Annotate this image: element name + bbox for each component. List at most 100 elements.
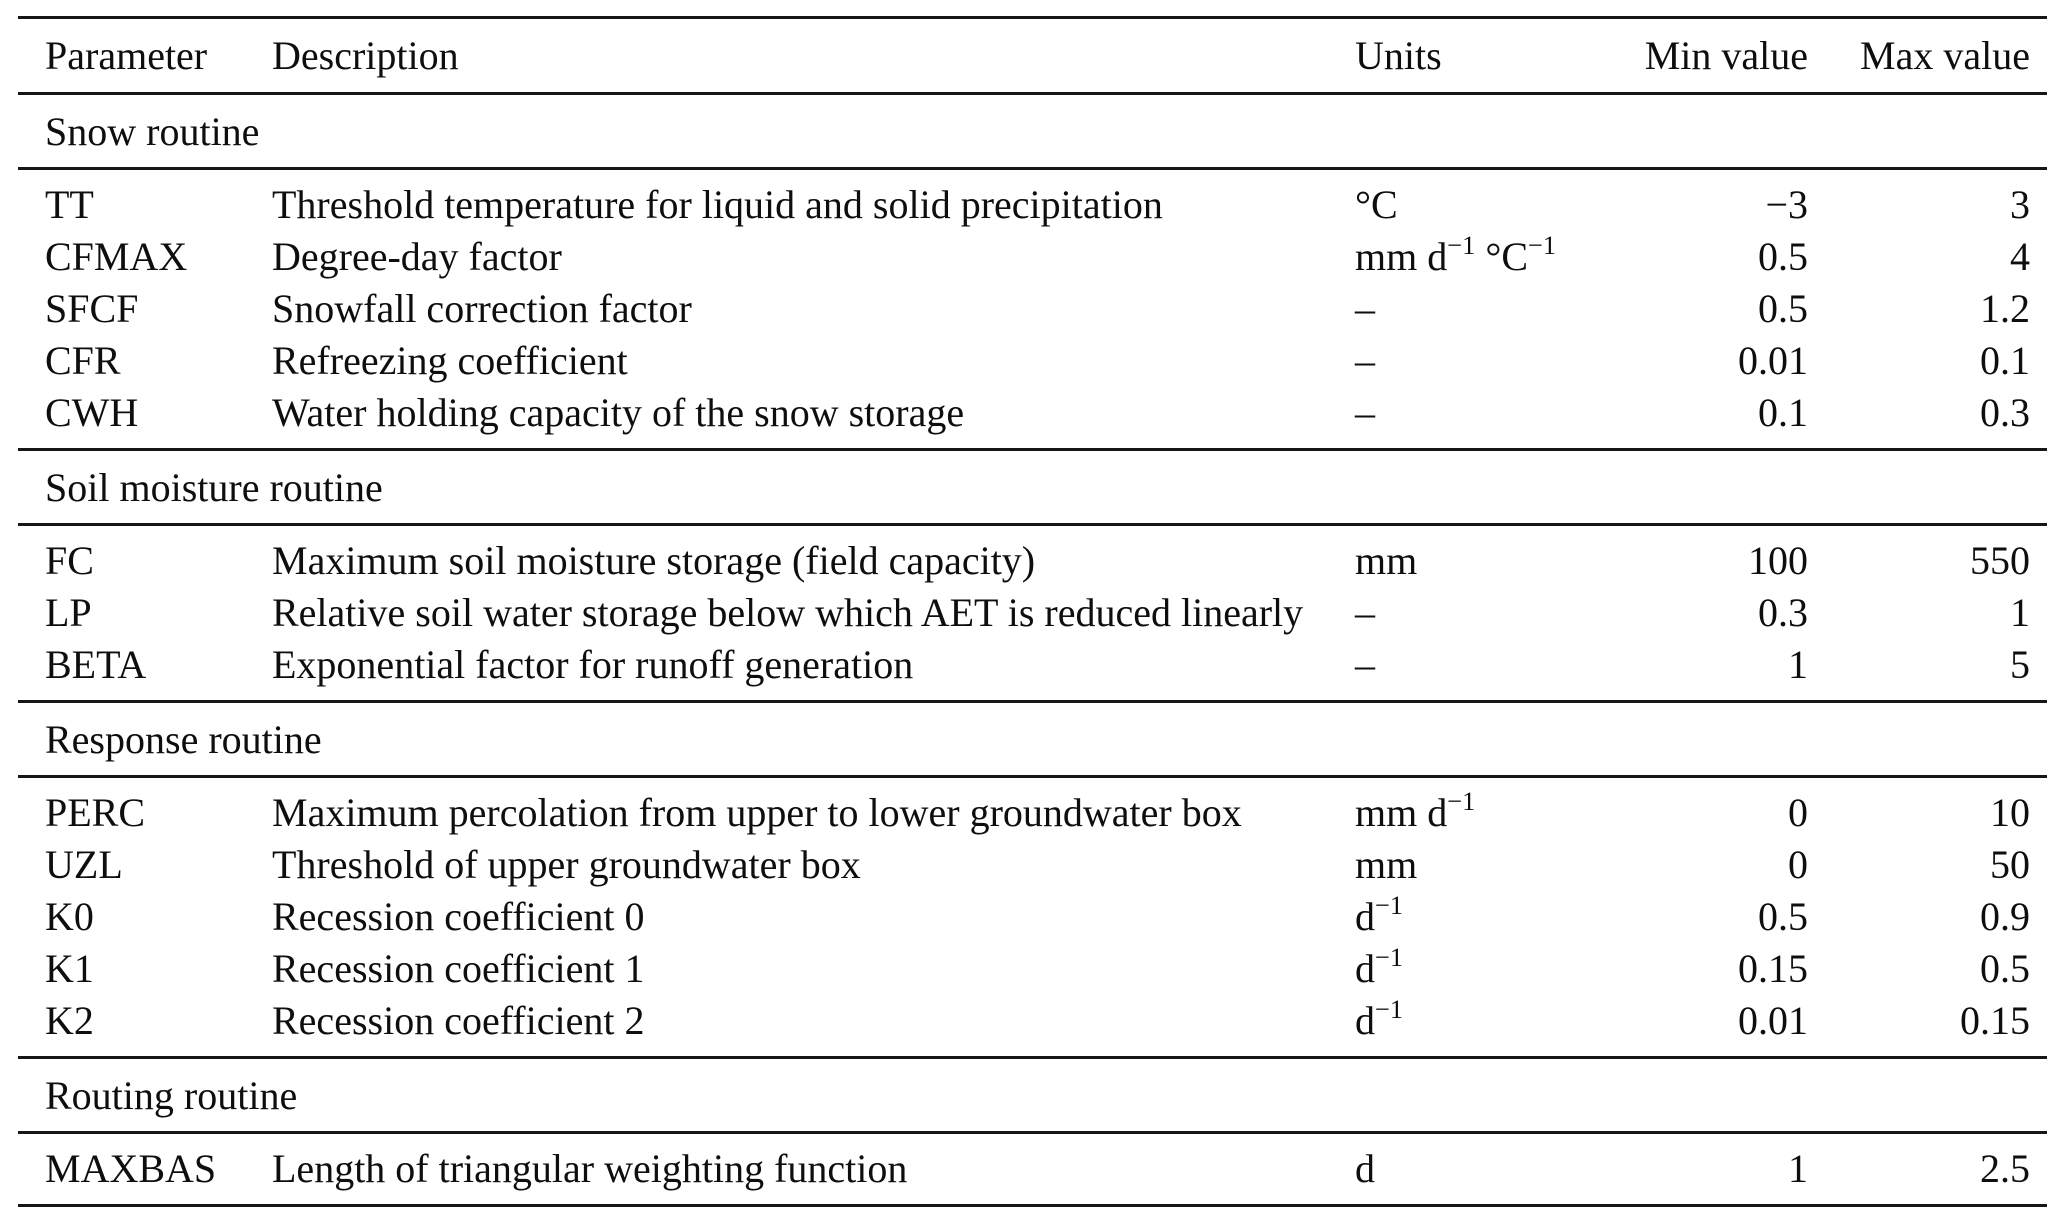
description-cell: Snowfall correction factor (272, 286, 692, 331)
max-cell: 0.15 (1960, 998, 2030, 1043)
table-body: Snow routine TT Threshold temperature fo… (18, 92, 2047, 1206)
units-cell: d (1355, 1146, 1375, 1191)
section-title: Response routine (18, 700, 2047, 778)
table-row: BETA Exponential factor for runoff gener… (18, 639, 2047, 702)
table-row: K2 Recession coefficient 2 d−1 0.01 0.15 (18, 995, 2047, 1058)
min-cell: 0.01 (1738, 998, 1808, 1043)
section-row: Soil moisture routine (18, 448, 2047, 526)
max-cell: 50 (1990, 842, 2030, 887)
table-row: SFCF Snowfall correction factor – 0.5 1.… (18, 283, 2047, 335)
max-cell: 3 (2010, 182, 2030, 227)
units-cell: d−1 (1355, 890, 1404, 939)
column-header-min-value: Min value (1635, 17, 1808, 95)
units-cell: – (1355, 286, 1375, 331)
column-header-parameter: Parameter (18, 17, 272, 95)
section-title: Soil moisture routine (18, 448, 2047, 526)
max-cell: 0.5 (1980, 946, 2030, 991)
max-cell: 0.3 (1980, 390, 2030, 435)
superscript: −1 (1528, 230, 1557, 261)
description-cell: Recession coefficient 0 (272, 894, 645, 939)
superscript: −1 (1447, 230, 1476, 261)
table-row: UZL Threshold of upper groundwater box m… (18, 839, 2047, 891)
max-cell: 0.9 (1980, 894, 2030, 939)
superscript: −1 (1447, 786, 1476, 817)
param-cell: CWH (45, 390, 139, 435)
param-cell: UZL (45, 842, 123, 887)
param-cell: FC (45, 538, 94, 583)
description-cell: Maximum percolation from upper to lower … (272, 790, 1242, 835)
description-cell: Refreezing coefficient (272, 338, 628, 383)
max-cell: 5 (2010, 642, 2030, 687)
param-cell: SFCF (45, 286, 139, 331)
min-cell: 0.1 (1758, 390, 1808, 435)
units-cell: mm (1355, 538, 1418, 583)
column-header-description: Description (272, 17, 1355, 95)
description-cell: Water holding capacity of the snow stora… (272, 390, 965, 435)
table-row: CFMAX Degree-day factor mm d−1 °C−1 0.5 … (18, 231, 2047, 283)
table-row: MAXBAS Length of triangular weighting fu… (18, 1133, 2047, 1206)
param-cell: TT (45, 182, 94, 227)
max-cell: 10 (1990, 790, 2030, 835)
min-cell: 0.5 (1758, 234, 1808, 279)
units-cell: – (1355, 590, 1375, 635)
max-cell: 0.1 (1980, 338, 2030, 383)
units-cell: °C (1355, 182, 1398, 227)
header-row: Parameter Description Units Min value Ma… (18, 17, 2047, 95)
units-cell: mm d−1 °C−1 (1355, 230, 1557, 279)
min-cell: 0.01 (1738, 338, 1808, 383)
table-row: TT Threshold temperature for liquid and … (18, 169, 2047, 232)
section-title: Routing routine (18, 1056, 2047, 1134)
min-cell: 0.3 (1758, 590, 1808, 635)
table-row: FC Maximum soil moisture storage (field … (18, 525, 2047, 588)
param-cell: MAXBAS (45, 1146, 217, 1191)
table-row: CWH Water holding capacity of the snow s… (18, 387, 2047, 450)
param-cell: K1 (45, 946, 94, 991)
table-row: K1 Recession coefficient 1 d−1 0.15 0.5 (18, 943, 2047, 995)
param-cell: K2 (45, 998, 94, 1043)
section-title: Snow routine (18, 92, 2047, 170)
min-cell: 1 (1788, 1146, 1808, 1191)
table-row: LP Relative soil water storage below whi… (18, 587, 2047, 639)
min-cell: −3 (1765, 182, 1808, 227)
column-header-max-value: Max value (1808, 17, 2047, 95)
description-cell: Threshold temperature for liquid and sol… (272, 182, 1163, 227)
param-cell: BETA (45, 642, 147, 687)
table-row: PERC Maximum percolation from upper to l… (18, 777, 2047, 840)
units-cell: – (1355, 642, 1375, 687)
description-cell: Threshold of upper groundwater box (272, 842, 861, 887)
param-cell: LP (45, 590, 92, 635)
units-cell: d−1 (1355, 994, 1404, 1043)
max-cell: 1.2 (1980, 286, 2030, 331)
superscript: −1 (1375, 890, 1404, 921)
units-cell: – (1355, 338, 1375, 383)
units-cell: d−1 (1355, 942, 1404, 991)
param-cell: K0 (45, 894, 94, 939)
min-cell: 0 (1788, 790, 1808, 835)
column-header-units: Units (1355, 17, 1635, 95)
max-cell: 550 (1970, 538, 2030, 583)
description-cell: Maximum soil moisture storage (field cap… (272, 538, 1036, 583)
section-row: Response routine (18, 700, 2047, 778)
description-cell: Exponential factor for runoff generation (272, 642, 914, 687)
min-cell: 100 (1748, 538, 1808, 583)
section-row: Routing routine (18, 1056, 2047, 1134)
description-cell: Recession coefficient 1 (272, 946, 645, 991)
min-cell: 0.15 (1738, 946, 1808, 991)
min-cell: 0.5 (1758, 286, 1808, 331)
units-cell: mm d−1 (1355, 786, 1476, 835)
min-cell: 0.5 (1758, 894, 1808, 939)
description-cell: Length of triangular weighting function (272, 1146, 908, 1191)
min-cell: 1 (1788, 642, 1808, 687)
units-cell: mm (1355, 842, 1418, 887)
table-row: CFR Refreezing coefficient – 0.01 0.1 (18, 335, 2047, 387)
parameter-table: Parameter Description Units Min value Ma… (18, 16, 2047, 1207)
description-cell: Recession coefficient 2 (272, 998, 645, 1043)
description-cell: Relative soil water storage below which … (272, 590, 1304, 635)
min-cell: 0 (1788, 842, 1808, 887)
param-cell: CFR (45, 338, 121, 383)
description-cell: Degree-day factor (272, 234, 562, 279)
param-cell: PERC (45, 790, 146, 835)
superscript: −1 (1375, 994, 1404, 1025)
max-cell: 4 (2010, 234, 2030, 279)
